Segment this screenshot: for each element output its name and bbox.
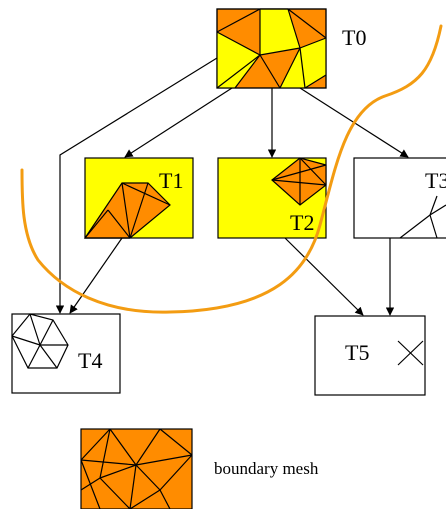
t3-mesh <box>399 195 446 239</box>
t0-yellow-patch-center <box>260 9 300 55</box>
node-t3: T3 <box>353 157 446 239</box>
node-t0: T0 <box>216 8 366 89</box>
t4-label: T4 <box>78 348 102 373</box>
t5-box <box>314 315 426 396</box>
t0-yellow-patch-right <box>280 38 326 88</box>
legend-mesh <box>80 428 193 509</box>
legend-swatch <box>80 428 193 509</box>
t2-orange-region <box>271 157 327 206</box>
boundary-curve <box>20 24 443 314</box>
edge-t2-t5 <box>284 237 364 316</box>
t1-label: T1 <box>159 168 183 193</box>
t4-mesh <box>11 313 69 369</box>
t0-label: T0 <box>342 25 366 50</box>
t5-label: T5 <box>345 340 369 365</box>
edge-t1-t4 <box>69 237 123 314</box>
node-t1: T1 <box>83 157 194 239</box>
edge-t0-t4 <box>55 57 218 314</box>
legend-label: boundary mesh <box>214 459 319 478</box>
t1-mesh <box>84 182 171 239</box>
node-t5: T5 <box>314 315 426 396</box>
t3-box <box>353 157 446 239</box>
t3-label: T3 <box>425 168 446 193</box>
t2-label: T2 <box>290 210 314 235</box>
t5-mesh <box>397 340 424 366</box>
t4-box <box>11 313 121 394</box>
edge-t0-t1 <box>124 87 233 158</box>
node-t2: T2 <box>217 157 327 239</box>
legend: boundary mesh <box>80 428 319 509</box>
node-t4: T4 <box>11 313 121 394</box>
t2-mesh <box>271 157 327 205</box>
t0-mesh <box>216 8 327 89</box>
t0-yellow-patch-left <box>217 32 260 88</box>
